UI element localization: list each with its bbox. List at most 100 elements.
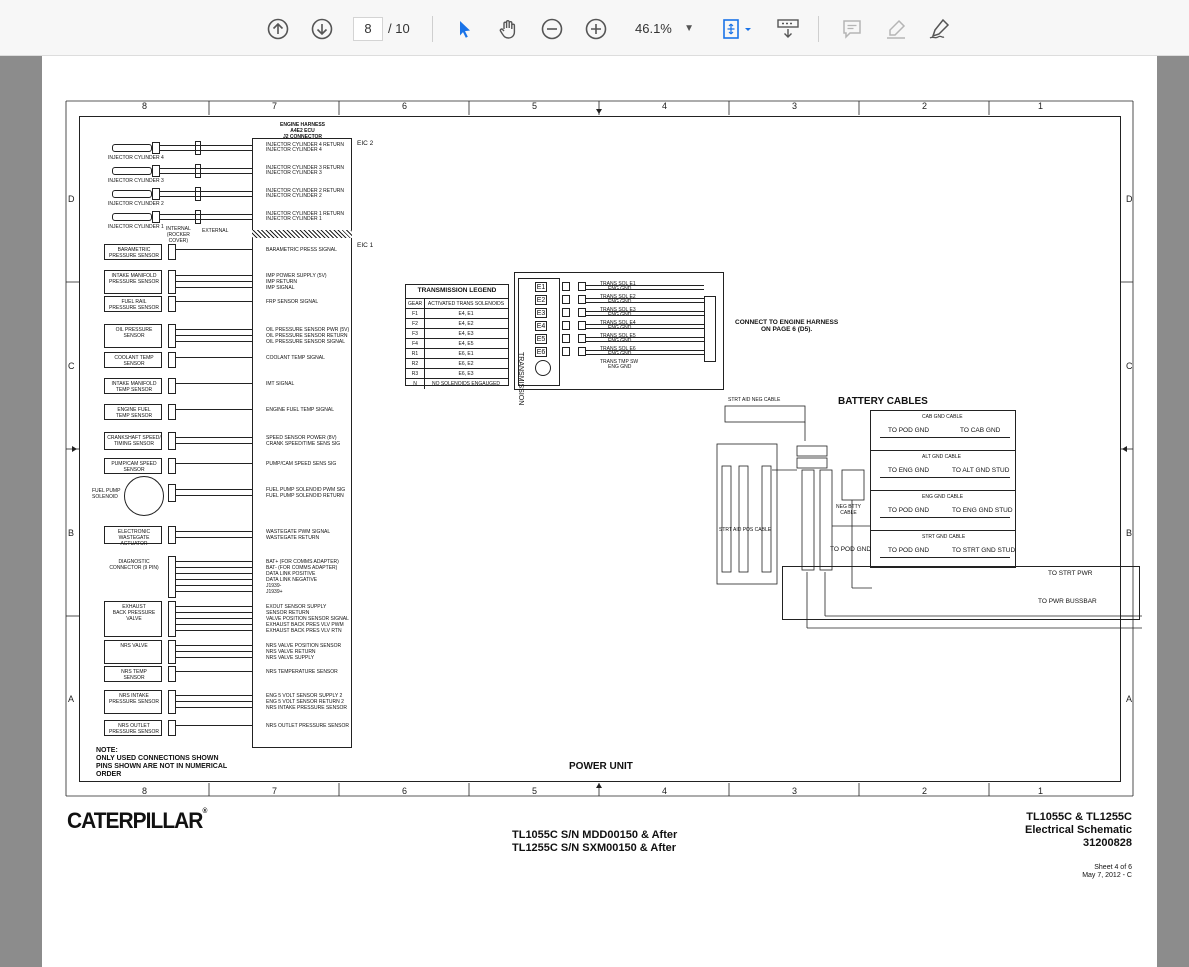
sign-button[interactable]	[925, 14, 955, 44]
external-label: EXTERNAL	[202, 228, 229, 234]
sensor-label: NRS OUTLET PRESSURE SENSOR	[108, 723, 159, 735]
signal-label: VALVE POSITION SENSOR SIGNAL	[266, 616, 349, 622]
wire	[586, 324, 704, 325]
signal-label: EXOUT SENSOR SUPPLY	[266, 604, 327, 610]
injector-body	[112, 213, 152, 221]
to-pwr-bussbar-label: TO PWR BUSSBAR	[1038, 598, 1097, 605]
comment-button[interactable]	[837, 14, 867, 44]
signal-label: PUMP/CAM SPEED SENS SIG	[266, 461, 337, 467]
grid-column-label: 3	[792, 786, 798, 796]
hand-tool-button[interactable]	[493, 14, 523, 44]
harness-header: ENGINE HARNESS A4E2 ECU J2 CONNECTOR	[280, 122, 326, 140]
wire	[176, 341, 252, 342]
signal-label: ENGINE FUEL TEMP SIGNAL	[266, 407, 334, 413]
signal-label: NRS VALVE POSITION SENSOR	[266, 643, 342, 649]
sensor-body	[104, 526, 162, 544]
wire	[586, 311, 704, 312]
scroll-down-button[interactable]	[307, 14, 337, 44]
solenoid-connector	[578, 321, 586, 330]
signal-label: WASTEGATE PWM SIGNAL	[266, 529, 331, 535]
wire	[586, 289, 704, 290]
connector-divider	[252, 230, 352, 238]
transmission-block	[514, 272, 724, 390]
document-title-block: TL1055C & TL1255C Electrical Schematic 3…	[1025, 811, 1132, 850]
signal-label: TRANS SOL E4	[600, 320, 636, 326]
cable-line	[880, 557, 1010, 558]
signal-label: NRS INTAKE PRESSURE SENSOR	[266, 705, 348, 711]
signal-label: COOLANT TEMP SIGNAL	[266, 355, 325, 361]
signal-label: INJECTOR CYLINDER 3 RETURN	[266, 165, 344, 171]
sensor-label: ELECTRONIC WASTEGATE ACTUATOR	[117, 529, 151, 547]
legend-divider	[424, 319, 425, 329]
download-button[interactable]	[773, 14, 803, 44]
wire	[176, 489, 252, 490]
signal-label: OIL PRESSURE SENSOR SIGNAL	[266, 339, 346, 345]
injector-plug	[152, 211, 160, 223]
sensor-body	[104, 244, 162, 260]
toolbar-divider	[818, 16, 819, 42]
signal-label: TRANS SOL E6	[600, 346, 636, 352]
model-serials: TL1055C S/N MDD00150 & After TL1255C S/N…	[512, 829, 677, 855]
to-strt-pwr-label: TO STRT PWR	[1048, 570, 1093, 577]
legend-gear: R3	[411, 371, 419, 377]
wire	[160, 168, 252, 169]
highlight-button[interactable]	[881, 14, 911, 44]
zoom-out-button[interactable]	[537, 14, 567, 44]
scroll-up-button[interactable]	[263, 14, 293, 44]
grid-column-label: 6	[402, 101, 408, 111]
sensor-label: INTAKE MANIFOLD TEMP SENSOR	[111, 381, 157, 393]
wire	[586, 350, 704, 351]
sensor-label: OIL PRESSURE SENSOR	[115, 327, 153, 339]
signal-label: DATA LINK NEGATIVE	[266, 577, 318, 583]
power-unit-title: POWER UNIT	[569, 761, 633, 772]
arrow-up-circle-icon	[267, 18, 289, 40]
revision-date: May 7, 2012 - C	[1082, 872, 1132, 879]
sensor-label: NRS TEMP SENSOR	[121, 669, 147, 681]
hand-icon	[499, 20, 516, 39]
sensor-connector	[168, 352, 176, 368]
injector-connector	[195, 141, 201, 155]
legend-divider	[424, 329, 425, 339]
legend-gear: F4	[412, 341, 418, 347]
battery-cable-table	[870, 410, 1016, 568]
transmission-body	[518, 278, 560, 386]
eic1-label: EIC 1	[357, 242, 374, 249]
sensor-label: ENGINE FUEL TEMP SENSOR	[115, 407, 153, 419]
sensor-connector	[168, 556, 176, 598]
select-tool-button[interactable]	[449, 14, 479, 44]
model-line: TL1055C S/N MDD00150 & After	[512, 829, 678, 841]
sensor-connector	[168, 640, 176, 664]
battery-cables-title: BATTERY CABLES	[838, 396, 928, 407]
sensor-body	[104, 324, 162, 348]
sensor-label: INTAKE MANIFOLD PRESSURE SENSOR	[108, 273, 159, 285]
wire	[176, 695, 252, 696]
cable-left-label: TO ENG GND	[888, 467, 930, 474]
grid-column-label: 4	[662, 101, 668, 111]
wire	[176, 651, 252, 652]
legend-solenoids: E6, E3	[458, 371, 474, 377]
zoom-select[interactable]: 46.1%▼	[626, 17, 698, 41]
signal-label: FUEL PUMP SOLENOID RETURN	[266, 493, 344, 499]
zoom-in-button[interactable]	[581, 14, 611, 44]
document-viewer[interactable]: 8 7 6 5 4 3 2 1 8 7 6 5 4 3 2 1 D C B A …	[0, 56, 1189, 967]
signal-label: INJECTOR CYLINDER 1	[266, 216, 322, 222]
solenoid-connector	[562, 347, 570, 356]
grid-row-label: C	[1126, 361, 1133, 371]
injector-label: INJECTOR CYLINDER 4	[108, 155, 164, 161]
signal-label: INJECTOR CYLINDER 2	[266, 193, 322, 199]
fit-page-button[interactable]	[720, 14, 756, 44]
grid-column-label: 8	[142, 786, 148, 796]
cable-divider	[870, 530, 1016, 531]
legend-divider	[424, 339, 425, 349]
wire	[176, 579, 252, 580]
legend-gear: R2	[411, 361, 419, 367]
solenoid-connector	[562, 308, 570, 317]
wire	[160, 150, 252, 151]
wire	[160, 196, 252, 197]
page-number-input[interactable]: 8	[353, 17, 383, 41]
injector-label: INJECTOR CYLINDER 1	[108, 224, 164, 230]
grid-column-label: 7	[272, 101, 278, 111]
cable-divider	[870, 450, 1016, 451]
solenoid: E5	[535, 334, 547, 344]
